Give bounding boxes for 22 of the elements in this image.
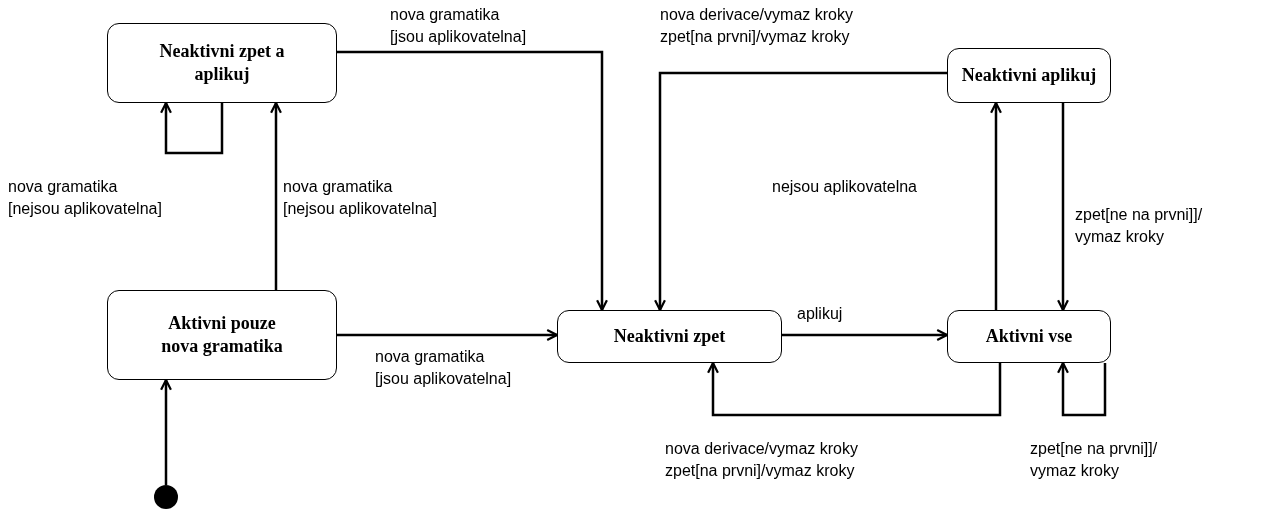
transition-arrow: [337, 50, 608, 312]
state-name: Aktivni pouze nova gramatika: [160, 311, 284, 358]
state-box: [557, 310, 782, 363]
state-name: Neaktivni zpet: [613, 324, 726, 348]
state-name: Aktivni vse: [985, 324, 1073, 348]
transition-arrow: [160, 101, 224, 155]
transition-arrow: [270, 101, 282, 290]
transition-arrow: [1057, 361, 1107, 417]
transition-arrow: [707, 361, 1002, 417]
transition-arrow: [654, 71, 947, 312]
state-box: [947, 48, 1111, 103]
transition-arrow: [337, 329, 559, 341]
state-box: [107, 23, 337, 103]
transition-arrow: [990, 101, 1002, 310]
state-name: Neaktivni aplikuj: [961, 63, 1097, 87]
transition-arrow: [782, 329, 949, 341]
state-box: [947, 310, 1111, 363]
transition-arrow: [1057, 103, 1069, 312]
state-box: [107, 290, 337, 380]
initial-state-dot: [154, 485, 178, 509]
transition-arrow: [160, 378, 172, 485]
state-name: Neaktivni zpet a aplikuj: [158, 39, 286, 86]
